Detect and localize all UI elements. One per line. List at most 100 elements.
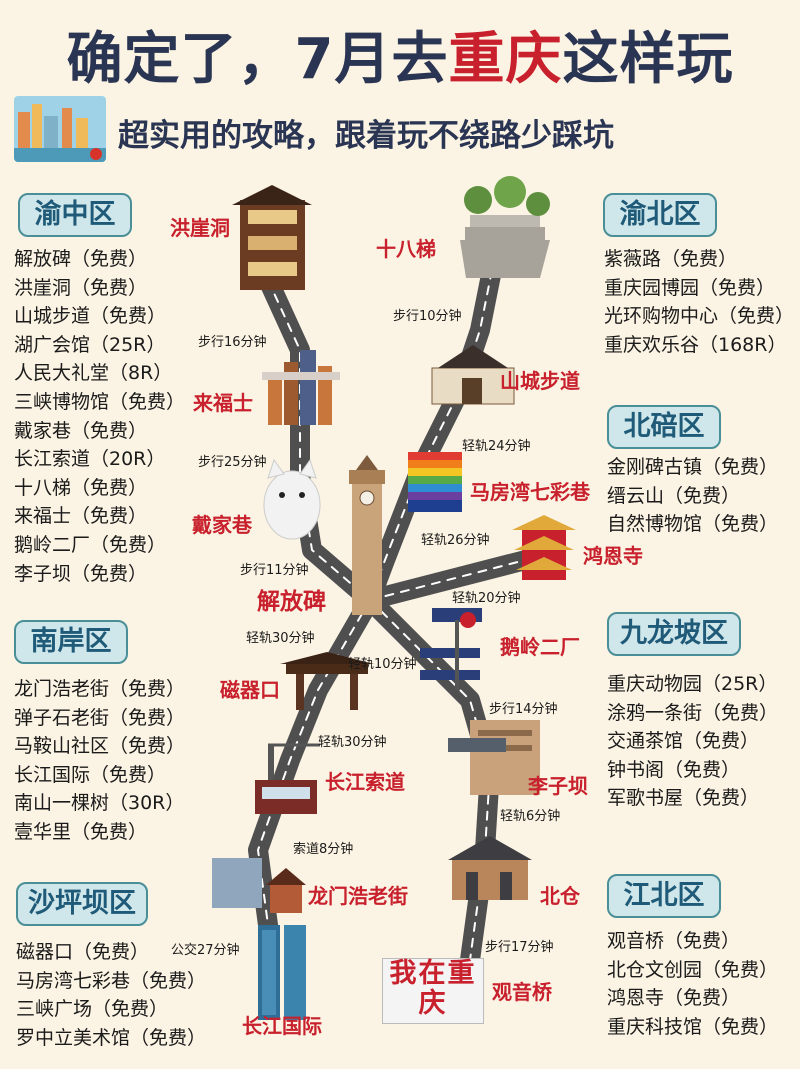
list-item: 十八梯（免费）: [14, 476, 148, 499]
list-item: 山城步道（免费）: [14, 305, 167, 328]
district-beibei: 北碚区: [607, 405, 721, 449]
longmenhao-illustration: [212, 858, 306, 913]
page-subtitle: 超实用的攻略，跟着玩不绕路少踩坑: [118, 118, 614, 154]
list-item: 钟书阁（免费）: [607, 758, 741, 781]
list-jiulongpo: 重庆动物园（25R） 涂鸦一条街（免费） 交通茶馆（免费） 钟书阁（免费） 军歌…: [607, 670, 778, 813]
list-item: 长江国际（免费）: [14, 763, 167, 786]
stop-longmenhao: 龙门浩老街: [308, 884, 408, 908]
hongyadong-illustration: [232, 185, 312, 290]
page-title: 确定了，7月去重庆这样玩: [66, 27, 734, 92]
jiefangbei-monument: [349, 455, 385, 615]
segment-time: 索道8分钟: [293, 842, 354, 857]
changjiangsuodao-illustration: [255, 743, 320, 814]
list-item: 观音桥（免费）: [607, 930, 741, 952]
list-yuzhong: 解放碑（免费） 洪崖洞（免费） 山城步道（免费） 湖广会馆（25R） 人民大礼堂…: [14, 245, 185, 588]
list-jiangbei: 观音桥（免费） 北仓文创园（免费） 鸿恩寺（免费） 重庆科技馆（免费）: [607, 927, 778, 1041]
list-item: 长江索道（20R）: [14, 448, 166, 471]
list-item: 军歌书屋（免费）: [607, 787, 760, 810]
stop-ciqikou: 磁器口: [220, 678, 280, 702]
list-item: 湖广会馆（25R）: [14, 333, 166, 356]
list-item: 重庆园博园（免费）: [604, 276, 776, 299]
stop-changjiangsuodao: 长江索道: [325, 770, 405, 794]
changjiangguoji-illustration: [258, 925, 306, 1020]
list-item: 金刚碑古镇（免费）: [607, 456, 779, 478]
ciqikou-illustration: [280, 652, 374, 710]
hongensi-illustration: [512, 515, 576, 580]
list-item: 鸿恩寺（免费）: [607, 987, 741, 1010]
segment-time: 轻轨20分钟: [452, 591, 521, 606]
stop-liziba: 李子坝: [528, 774, 588, 798]
stop-shanchengbudao: 山城步道: [500, 369, 580, 393]
list-nanan: 龙门浩老街（免费） 弹子石老街（免费） 马鞍山社区（免费） 长江国际（免费） 南…: [14, 675, 185, 847]
list-item: 罗中立美术馆（免费）: [16, 1026, 207, 1049]
list-item: 重庆科技馆（免费）: [607, 1015, 779, 1038]
list-item: 北仓文创园（免费）: [607, 958, 779, 981]
list-item: 马房湾七彩巷（免费）: [16, 969, 207, 992]
beicang-illustration: [448, 836, 532, 900]
district-yubei: 渝北区: [603, 193, 717, 237]
stop-hongensi: 鸿恩寺: [583, 544, 643, 568]
shanchengbudao-illustration: [431, 345, 515, 405]
district-nanan: 南岸区: [14, 620, 128, 664]
list-item: 涂鸦一条街（免费）: [607, 701, 779, 724]
segment-time: 步行25分钟: [198, 455, 267, 470]
list-item: 紫薇路（免费）: [604, 248, 738, 270]
segment-time: 步行14分钟: [489, 702, 558, 717]
stop-beicang: 北仓: [540, 884, 580, 908]
segment-time: 步行10分钟: [393, 309, 462, 324]
district-jiulongpo: 九龙坡区: [607, 612, 741, 656]
woozai-chongqing-sign: 我在重庆: [382, 958, 484, 1024]
mafangwan-illustration: [408, 452, 462, 512]
list-item: 缙云山（免费）: [607, 484, 741, 507]
segment-time: 轻轨6分钟: [500, 809, 561, 824]
list-item: 光环购物中心（免费）: [604, 305, 795, 328]
stop-changjiangguoji: 长江国际: [242, 1014, 322, 1038]
stop-daijiaxiang: 戴家巷: [192, 513, 252, 537]
liziba-illustration: [448, 720, 540, 795]
segment-time: 步行16分钟: [198, 335, 267, 350]
stop-eling: 鹅岭二厂: [500, 635, 580, 659]
list-shapingba: 磁器口（免费） 马房湾七彩巷（免费） 三峡广场（免费） 罗中立美术馆（免费）: [16, 938, 206, 1052]
segment-time: 步行17分钟: [485, 940, 554, 955]
district-jiangbei: 江北区: [607, 874, 721, 918]
segment-time: 公交27分钟: [171, 943, 240, 958]
list-item: 南山一棵树（30R）: [14, 792, 185, 815]
segment-time: 轻轨10分钟: [348, 657, 417, 672]
list-item: 三峡博物馆（免费）: [14, 390, 186, 413]
list-item: 磁器口（免费）: [16, 941, 150, 963]
list-item: 人民大礼堂（8R）: [14, 362, 173, 385]
shibati-illustration: [460, 176, 550, 278]
list-yubei: 紫薇路（免费） 重庆园博园（免费） 光环购物中心（免费） 重庆欢乐谷（168R）: [604, 245, 794, 359]
list-item: 重庆欢乐谷（168R）: [604, 333, 787, 356]
list-item: 马鞍山社区（免费）: [14, 735, 186, 758]
segment-time: 轻轨30分钟: [246, 631, 315, 646]
stop-mafangwan: 马房湾七彩巷: [470, 480, 590, 504]
segment-time: 轻轨24分钟: [462, 439, 531, 454]
district-shapingba: 沙坪坝区: [16, 882, 148, 926]
list-beibei: 金刚碑古镇（免费） 缙云山（免费） 自然博物馆（免费）: [607, 453, 778, 539]
list-item: 戴家巷（免费）: [14, 419, 148, 442]
stop-guanyinqiao: 观音桥: [492, 980, 552, 1004]
segment-time: 轻轨26分钟: [421, 533, 490, 548]
list-item: 交通茶馆（免费）: [607, 730, 760, 753]
stop-laifushi: 来福士: [193, 391, 253, 415]
list-item: 鹅岭二厂（免费）: [14, 533, 167, 556]
district-yuzhong: 渝中区: [18, 193, 132, 237]
segment-time: 步行11分钟: [240, 563, 309, 578]
list-item: 壹华里（免费）: [14, 820, 148, 843]
list-item: 弹子石老街（免费）: [14, 706, 186, 729]
stop-hongyadong: 洪崖洞: [170, 216, 230, 240]
list-item: 三峡广场（免费）: [16, 998, 169, 1021]
laifushi-illustration: [262, 350, 340, 425]
chongqing-thumbnail: [14, 96, 106, 162]
segment-time: 轻轨30分钟: [318, 735, 387, 750]
list-item: 重庆动物园（25R）: [607, 673, 778, 695]
list-item: 洪崖洞（免费）: [14, 276, 148, 299]
eling-illustration: [420, 608, 482, 690]
stop-jiefangbei: 解放碑: [257, 589, 326, 615]
list-item: 自然博物馆（免费）: [607, 513, 779, 536]
list-item: 来福士（免费）: [14, 505, 148, 528]
list-item: 解放碑（免费）: [14, 248, 148, 270]
stop-shibati: 十八梯: [376, 237, 436, 261]
